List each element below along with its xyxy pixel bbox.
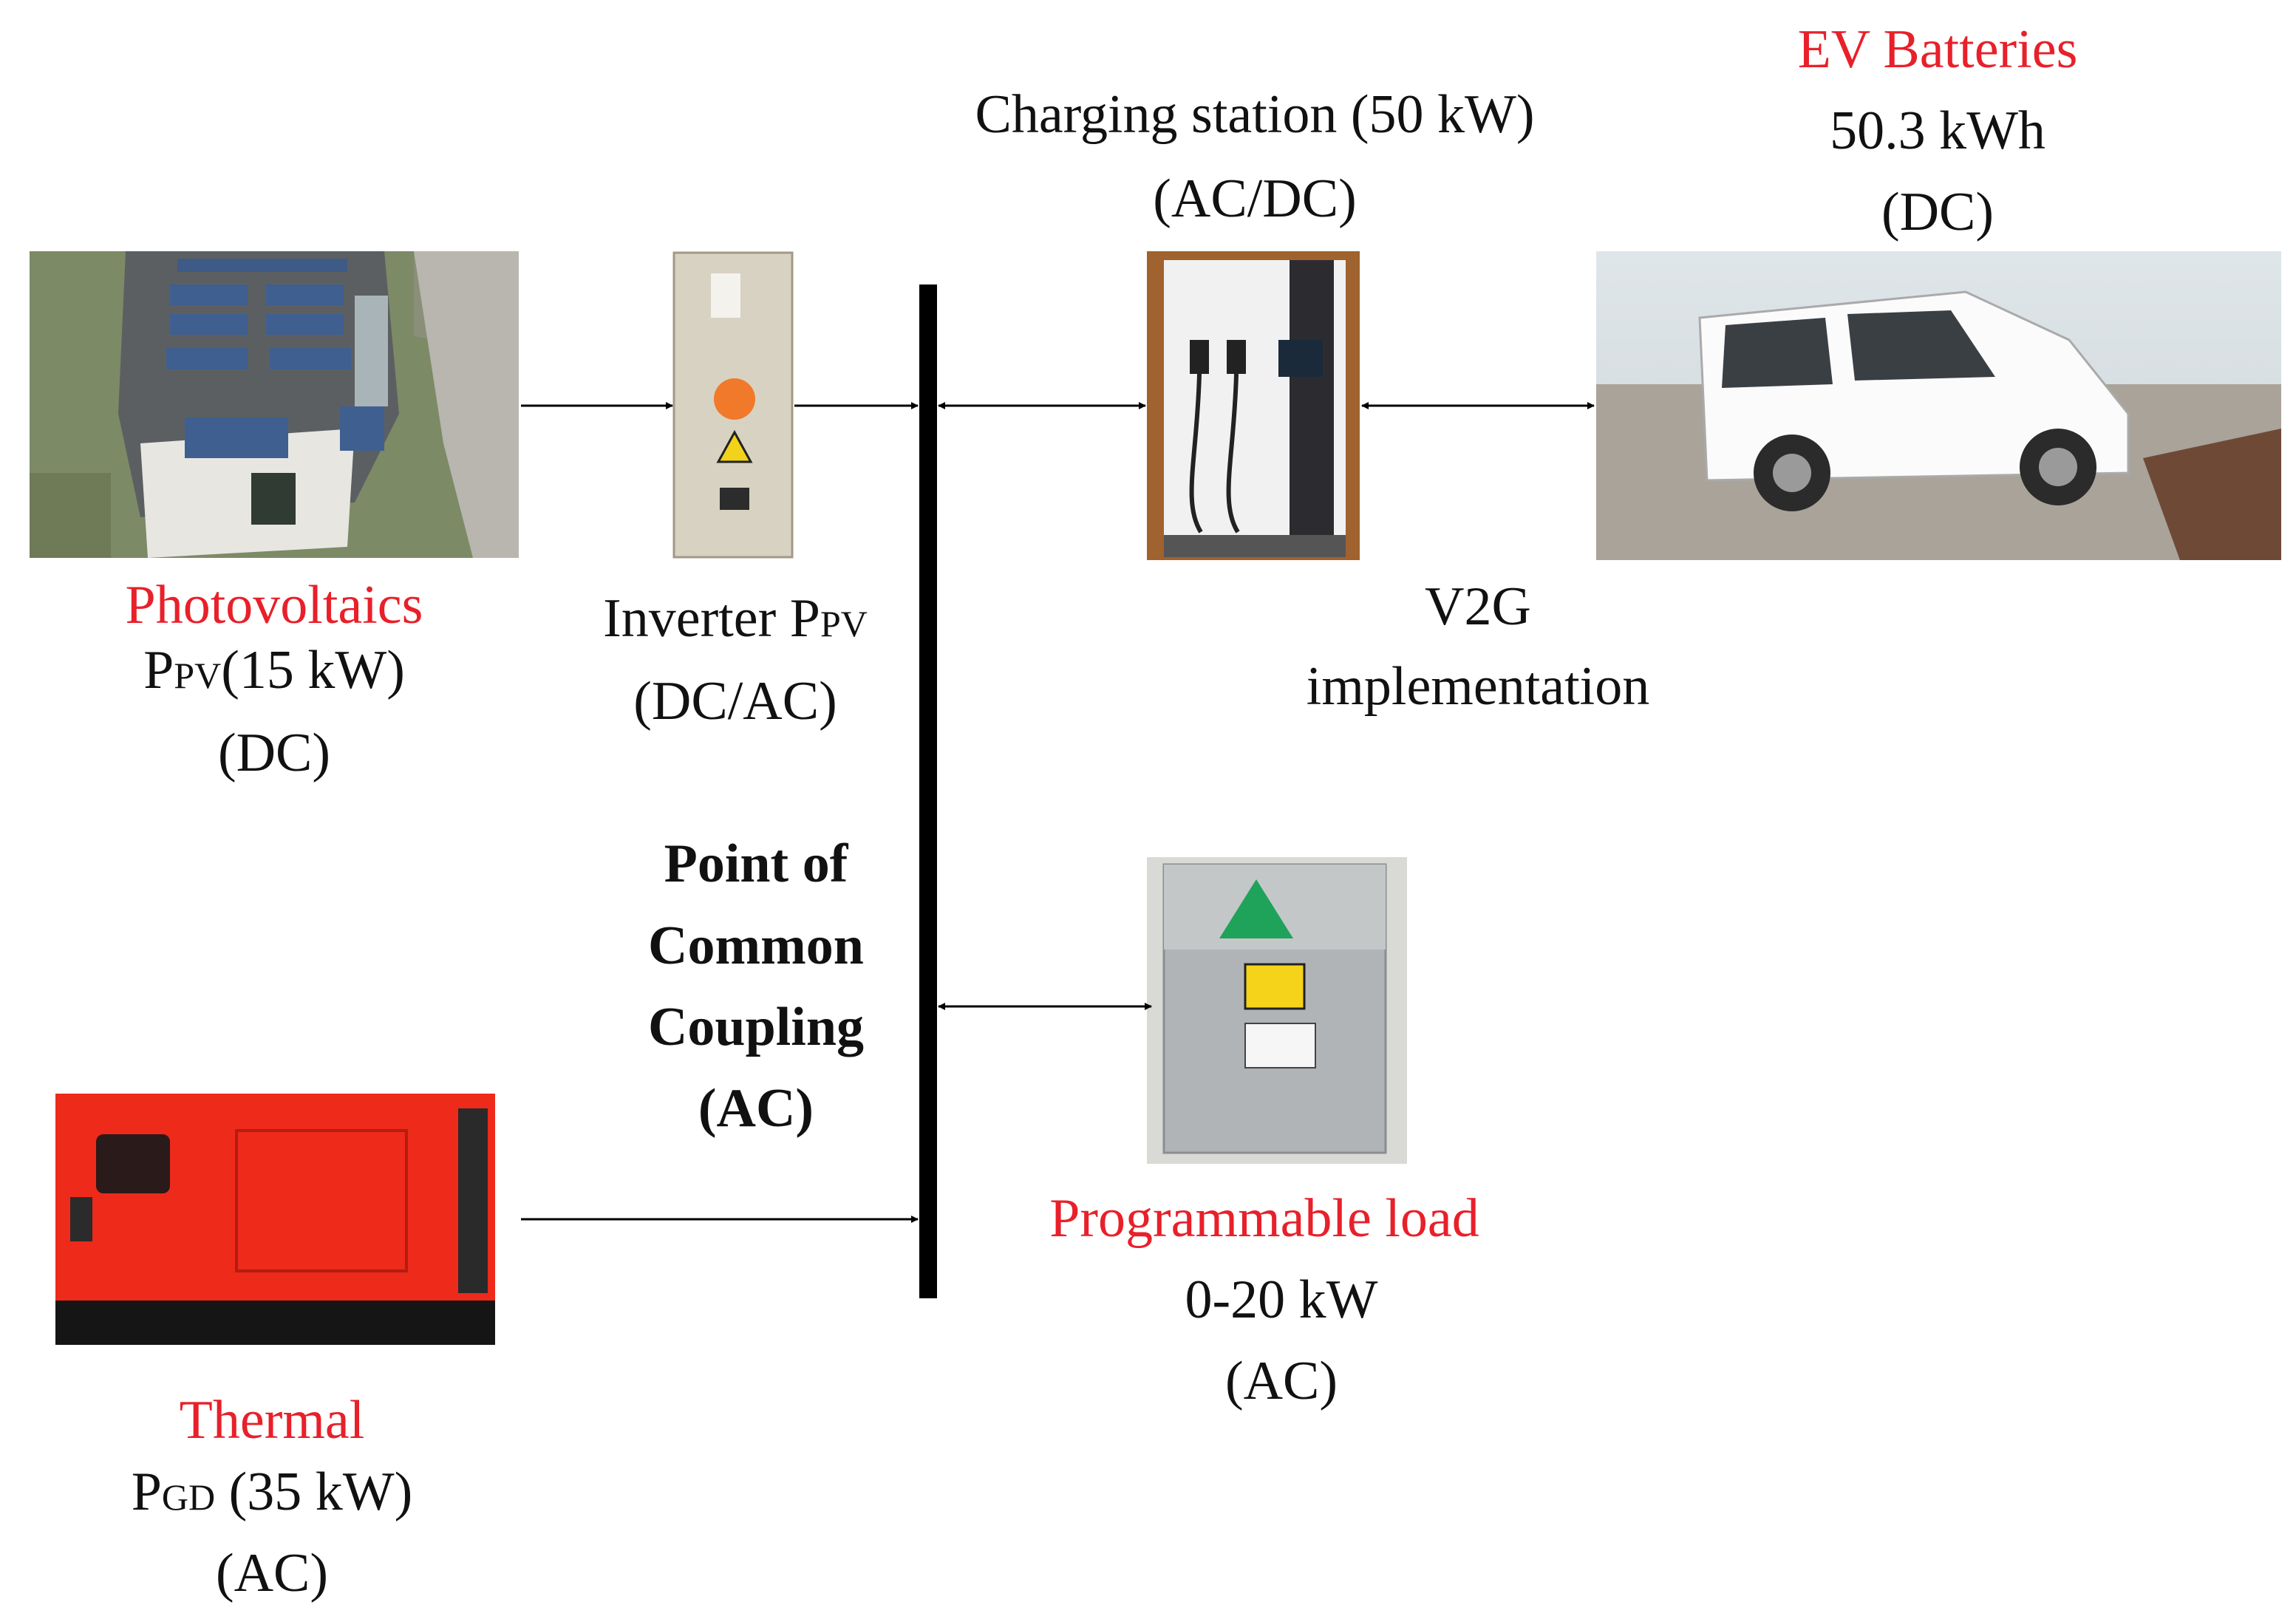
ev-batteries-type: (DC): [1881, 182, 1994, 242]
photovoltaics-symbol-sub: PV: [174, 655, 222, 696]
thermal-rating: PGD (35 kW): [0, 1465, 641, 1519]
photovoltaics-rating-value: (15 kW): [221, 640, 405, 701]
photovoltaics-name: Photovoltaics: [125, 575, 423, 635]
thermal-name: Thermal: [179, 1390, 365, 1451]
photovoltaics-symbol: P: [143, 640, 174, 701]
inverter-name: Inverter PPV: [366, 591, 1105, 646]
ev-batteries-capacity: 50.3 kWh: [1830, 100, 2045, 161]
programmable-load-name: Programmable load: [1049, 1188, 1479, 1249]
photovoltaics-type: (DC): [217, 723, 331, 783]
pcc-line2: Common: [648, 916, 864, 976]
thermal-rating-value: (35 kW): [215, 1462, 413, 1522]
v2g-line2: implementation: [1306, 656, 1650, 717]
pcc-line1: Point of: [664, 834, 848, 894]
thermal-symbol: P: [131, 1462, 162, 1522]
programmable-load-range: 0-20 kW: [1185, 1269, 1378, 1330]
thermal-symbol-sub: GD: [161, 1476, 216, 1518]
programmable-load-type: (AC): [1224, 1351, 1338, 1411]
inverter-image: [672, 251, 794, 559]
v2g-line1: V2G: [1425, 576, 1531, 637]
inverter-type: (DC/AC): [633, 671, 837, 732]
ev-batteries-name: EV Batteries: [1797, 19, 2078, 80]
photovoltaics-rating: PPV(15 kW): [0, 643, 644, 698]
pcc-line4: (AC): [698, 1078, 814, 1139]
ev-van-image: [1596, 251, 2281, 560]
pcc-line3: Coupling: [647, 997, 865, 1057]
programmable-load-image: [1147, 857, 1407, 1164]
inverter-name-sub: PV: [820, 603, 868, 644]
photovoltaics-image: [30, 251, 519, 558]
charging-station-name: Charging station (50 kW): [975, 84, 1535, 145]
thermal-type: (AC): [215, 1543, 329, 1603]
charging-station-image: [1147, 251, 1360, 560]
inverter-name-text: Inverter P: [603, 588, 820, 649]
charging-station-type: (AC/DC): [1153, 168, 1357, 229]
thermal-generator-image: [55, 1094, 495, 1345]
pcc-bus-bar: [919, 284, 937, 1298]
